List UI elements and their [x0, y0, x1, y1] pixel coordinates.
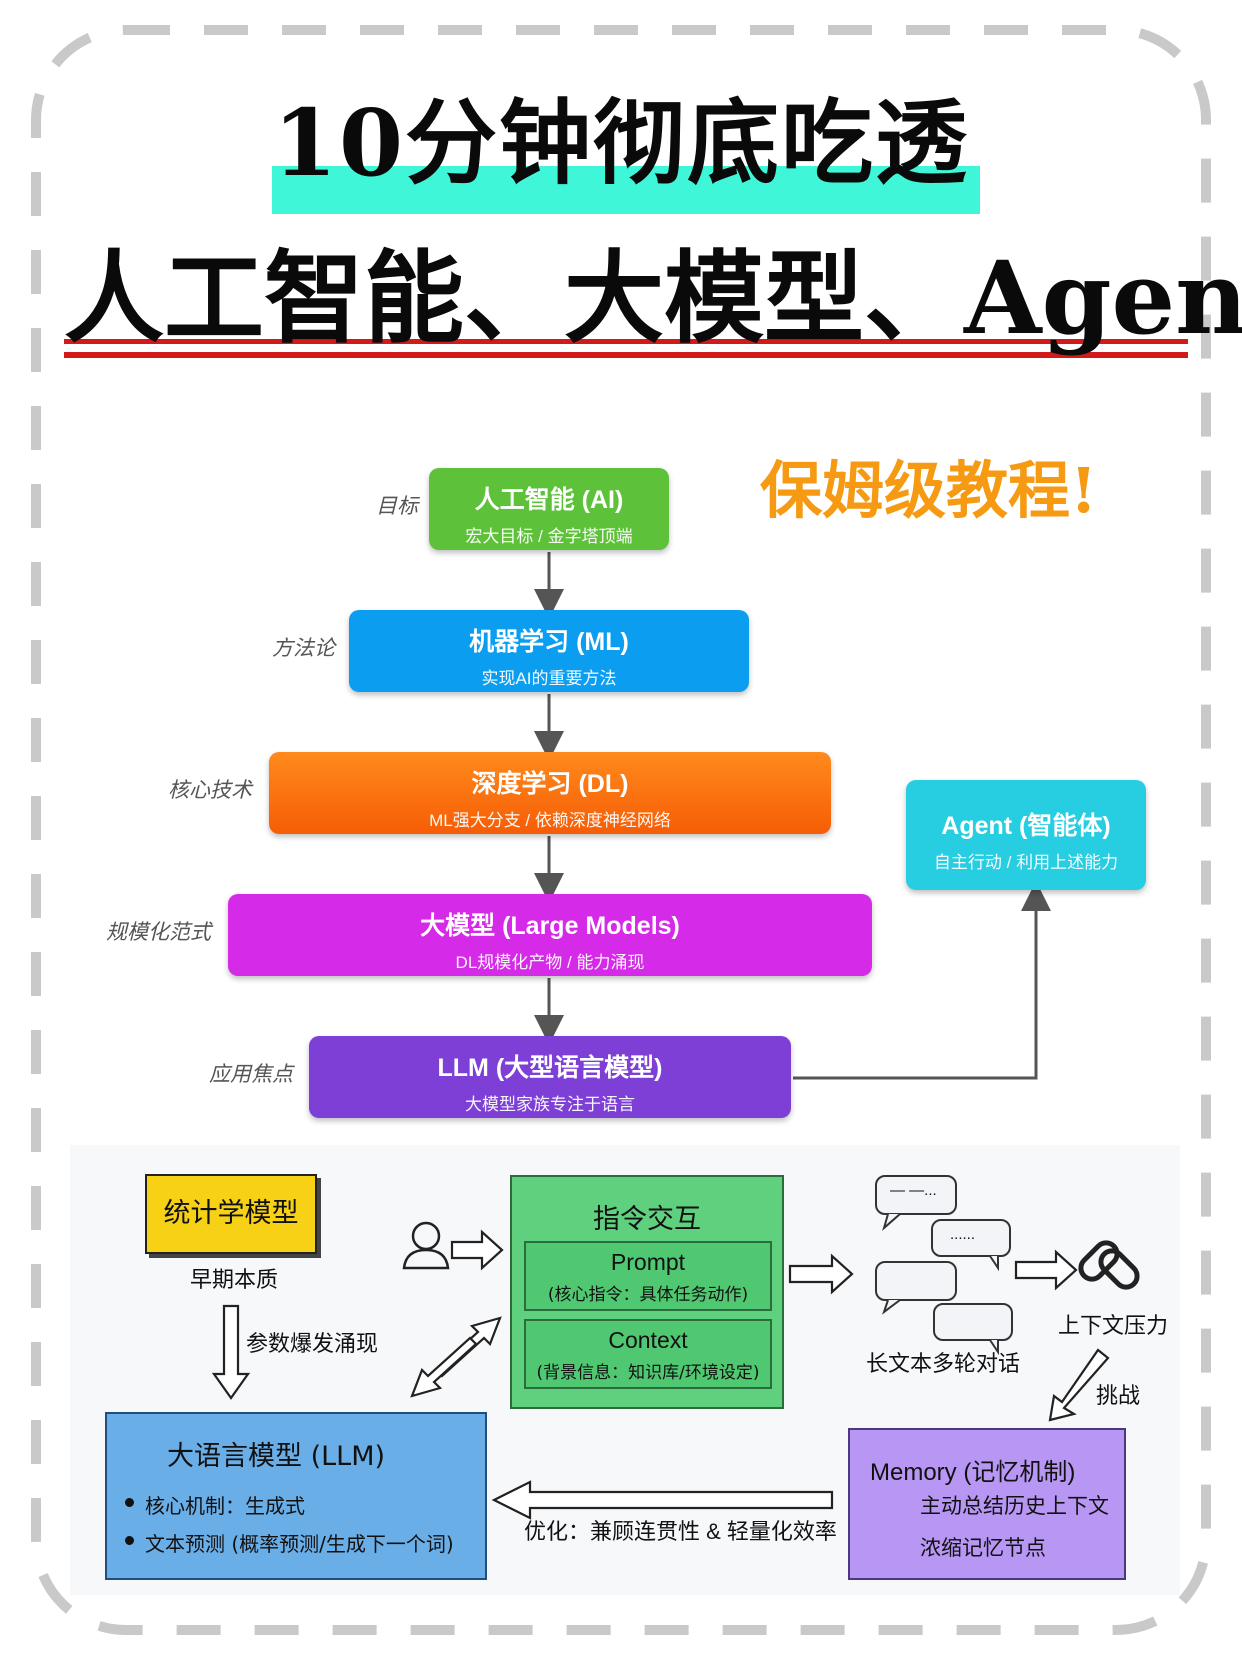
title-underline-bottom — [64, 352, 1188, 358]
llm-item-1-text: 核心机制：生成式 — [145, 1494, 305, 1518]
title-underline-top — [64, 339, 1188, 344]
box-agent-subtitle: 自主行动 / 利用上述能力 — [933, 853, 1119, 872]
box-dl-subtitle: ML强大分支 / 依赖深度神经网络 — [429, 811, 671, 830]
context-box: Context (背景信息：知识库/环境设定) — [524, 1319, 772, 1389]
optimize-label: 优化：兼顾连贯性 & 轻量化效率 — [524, 1519, 837, 1544]
llm-item-2: 文本预测 (概率预测/生成下一个词) — [125, 1528, 454, 1557]
long-dialog-label: 长文本多轮对话 — [866, 1351, 1021, 1376]
box-ml-title: 机器学习 (ML) — [469, 628, 629, 656]
llm-item-1: 核心机制：生成式 — [125, 1490, 305, 1519]
llm-item-2-text: 文本预测 (概率预测/生成下一个词) — [145, 1532, 454, 1556]
instruction-box: 指令交互 Prompt (核心指令：具体任务动作) Context (背景信息：… — [510, 1175, 784, 1409]
memory-box: Memory (记忆机制) 主动总结历史上下文 浓缩记忆节点 — [848, 1428, 1126, 1580]
title-line2: 人工智能、大模型、Agent — [64, 239, 1242, 357]
stat-model-box: 统计学模型 — [145, 1174, 317, 1254]
param-burst-label: 参数爆发涌现 — [246, 1331, 379, 1356]
level-label-method: 方法论 — [272, 637, 335, 660]
box-ai-title: 人工智能 (AI) — [474, 486, 624, 514]
instruction-title: 指令交互 — [593, 1204, 701, 1235]
chat-bubbles-icon — [875, 1175, 1013, 1356]
context-desc: (背景信息：知识库/环境设定) — [536, 1363, 760, 1383]
arrow-user-instruction — [450, 1229, 504, 1271]
box-llm-subtitle: 大模型家族专注于语言 — [465, 1095, 635, 1114]
box-dl-title: 深度学习 (DL) — [471, 770, 629, 798]
box-agent: Agent (智能体) 自主行动 / 利用上述能力 — [906, 780, 1146, 890]
memory-item-2: 浓缩记忆节点 — [920, 1536, 1046, 1560]
level-label-goal: 目标 — [376, 495, 418, 518]
box-ml: 机器学习 (ML) 实现AI的重要方法 — [349, 610, 749, 692]
llm-box: 大语言模型 (LLM) 核心机制：生成式 文本预测 (概率预测/生成下一个词) — [105, 1412, 487, 1580]
memory-item-1: 主动总结历史上下文 — [920, 1494, 1109, 1518]
early-essence-label: 早期本质 — [190, 1267, 279, 1292]
arrow-instruction-llm — [410, 1336, 478, 1398]
arrow-instruction-dialog — [788, 1253, 854, 1295]
title-highlight — [272, 166, 980, 214]
box-large-models-title: 大模型 (Large Models) — [420, 912, 680, 940]
bullet-icon — [125, 1536, 134, 1545]
prompt-desc: (核心指令：具体任务动作) — [547, 1285, 749, 1305]
box-large-models: 大模型 (Large Models) DL规模化产物 / 能力涌现 — [228, 894, 872, 976]
challenge-label: 挑战 — [1096, 1383, 1141, 1408]
bullet-icon — [125, 1498, 134, 1507]
box-ml-subtitle: 实现AI的重要方法 — [481, 669, 617, 688]
level-label-core: 核心技术 — [168, 779, 252, 802]
arrow-llm-agent — [793, 881, 1051, 1080]
llm-title: 大语言模型 (LLM) — [167, 1441, 386, 1472]
arrow-pressure-memory — [1048, 1348, 1110, 1422]
arrow-memory-llm — [491, 1480, 834, 1520]
box-llm: LLM (大型语言模型) 大模型家族专注于语言 — [309, 1036, 791, 1118]
box-dl: 深度学习 (DL) ML强大分支 / 依赖深度神经网络 — [269, 752, 831, 834]
level-label-application: 应用焦点 — [209, 1063, 293, 1086]
bubble-text-1: — —... — [890, 1182, 937, 1199]
arrow-stat-llm — [211, 1304, 251, 1400]
prompt-box: Prompt (核心指令：具体任务动作) — [524, 1241, 772, 1311]
level-label-scale: 规模化范式 — [106, 921, 211, 944]
box-ai-subtitle: 宏大目标 / 金字塔顶端 — [465, 527, 633, 546]
user-icon — [402, 1221, 450, 1270]
arrow-dialog-pressure — [1014, 1249, 1078, 1291]
prompt-label: Prompt — [610, 1249, 686, 1275]
box-agent-title: Agent (智能体) — [941, 812, 1111, 840]
box-ai: 人工智能 (AI) 宏大目标 / 金字塔顶端 — [429, 468, 669, 550]
chain-icon — [1078, 1240, 1140, 1290]
memory-title: Memory (记忆机制) — [870, 1459, 1076, 1486]
context-label: Context — [608, 1327, 688, 1353]
box-llm-title: LLM (大型语言模型) — [437, 1054, 663, 1082]
title-line1: 10分钟彻底吃透 — [272, 89, 970, 197]
bubble-text-2: ...... — [950, 1226, 976, 1243]
box-large-models-subtitle: DL规模化产物 / 能力涌现 — [455, 953, 645, 972]
tutorial-tag: 保姆级教程! — [760, 454, 1098, 527]
context-pressure-label: 上下文压力 — [1058, 1313, 1169, 1338]
